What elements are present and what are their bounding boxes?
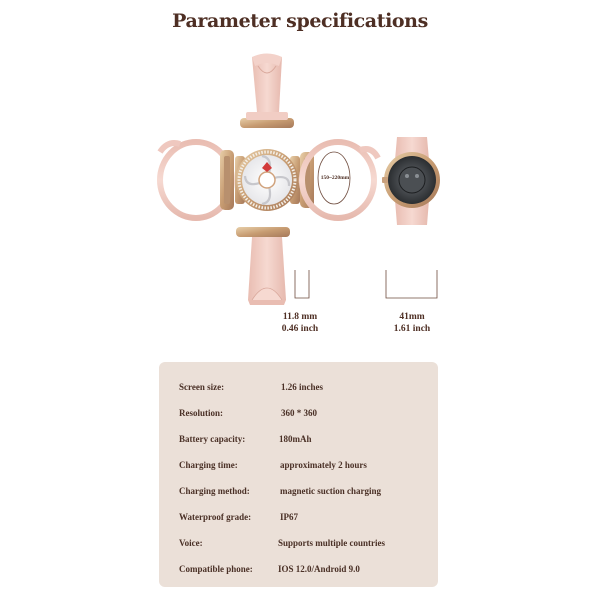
spec-value: IP67: [280, 512, 298, 522]
spec-value: 360 * 360: [281, 408, 317, 418]
spec-key: Compatible phone:: [179, 564, 253, 574]
spec-value: 1.26 inches: [281, 382, 324, 392]
page-title: Parameter specifications: [172, 10, 428, 32]
width-label: 41mm 1.61 inch: [382, 311, 442, 335]
spec-key: Voice:: [179, 538, 203, 548]
width-mm: 41mm: [399, 312, 425, 322]
spec-row: Battery capacity: 180mAh: [159, 434, 438, 448]
right-side-view: [299, 139, 381, 221]
spec-key: Battery capacity:: [179, 434, 246, 444]
watch-back-view: [382, 137, 440, 225]
thickness-mm: 11.8 mm: [282, 312, 318, 322]
left-side-view: [157, 139, 235, 221]
circumference-label: 150~220mm: [320, 175, 350, 181]
spec-row: Screen size: 1.26 inches: [159, 382, 438, 396]
thickness-label: 11.8 mm 0.46 inch: [270, 311, 330, 335]
spec-card: Screen size: 1.26 inches Resolution: 360…: [159, 362, 438, 587]
spec-key: Screen size:: [179, 382, 225, 392]
spec-key: Charging time:: [179, 460, 238, 470]
thickness-bracket: [294, 270, 310, 299]
spec-row: Compatible phone: IOS 12.0/Android 9.0: [159, 564, 438, 578]
spec-value: IOS 12.0/Android 9.0: [278, 564, 360, 574]
width-bracket: [385, 270, 438, 299]
watch-front: [235, 149, 304, 211]
spec-row: Resolution: 360 * 360: [159, 408, 438, 422]
spec-value: magnetic suction charging: [280, 486, 381, 496]
top-strap: [240, 53, 294, 128]
spec-row: Charging time: approximately 2 hours: [159, 460, 438, 474]
spec-key: Charging method:: [179, 486, 250, 496]
spec-value: 180mAh: [279, 434, 312, 444]
width-inch: 1.61 inch: [393, 324, 431, 334]
spec-row: Waterproof grade: IP67: [159, 512, 438, 526]
spec-row: Voice: Supports multiple countries: [159, 538, 438, 552]
bottom-strap: [236, 227, 290, 305]
spec-key: Waterproof grade:: [179, 512, 252, 522]
spec-value: Supports multiple countries: [278, 538, 386, 548]
spec-value: approximately 2 hours: [280, 460, 367, 470]
spec-key: Resolution:: [179, 408, 224, 418]
thickness-inch: 0.46 inch: [281, 324, 319, 334]
spec-row: Charging method: magnetic suction chargi…: [159, 486, 438, 500]
watch-illustration: [157, 53, 440, 305]
